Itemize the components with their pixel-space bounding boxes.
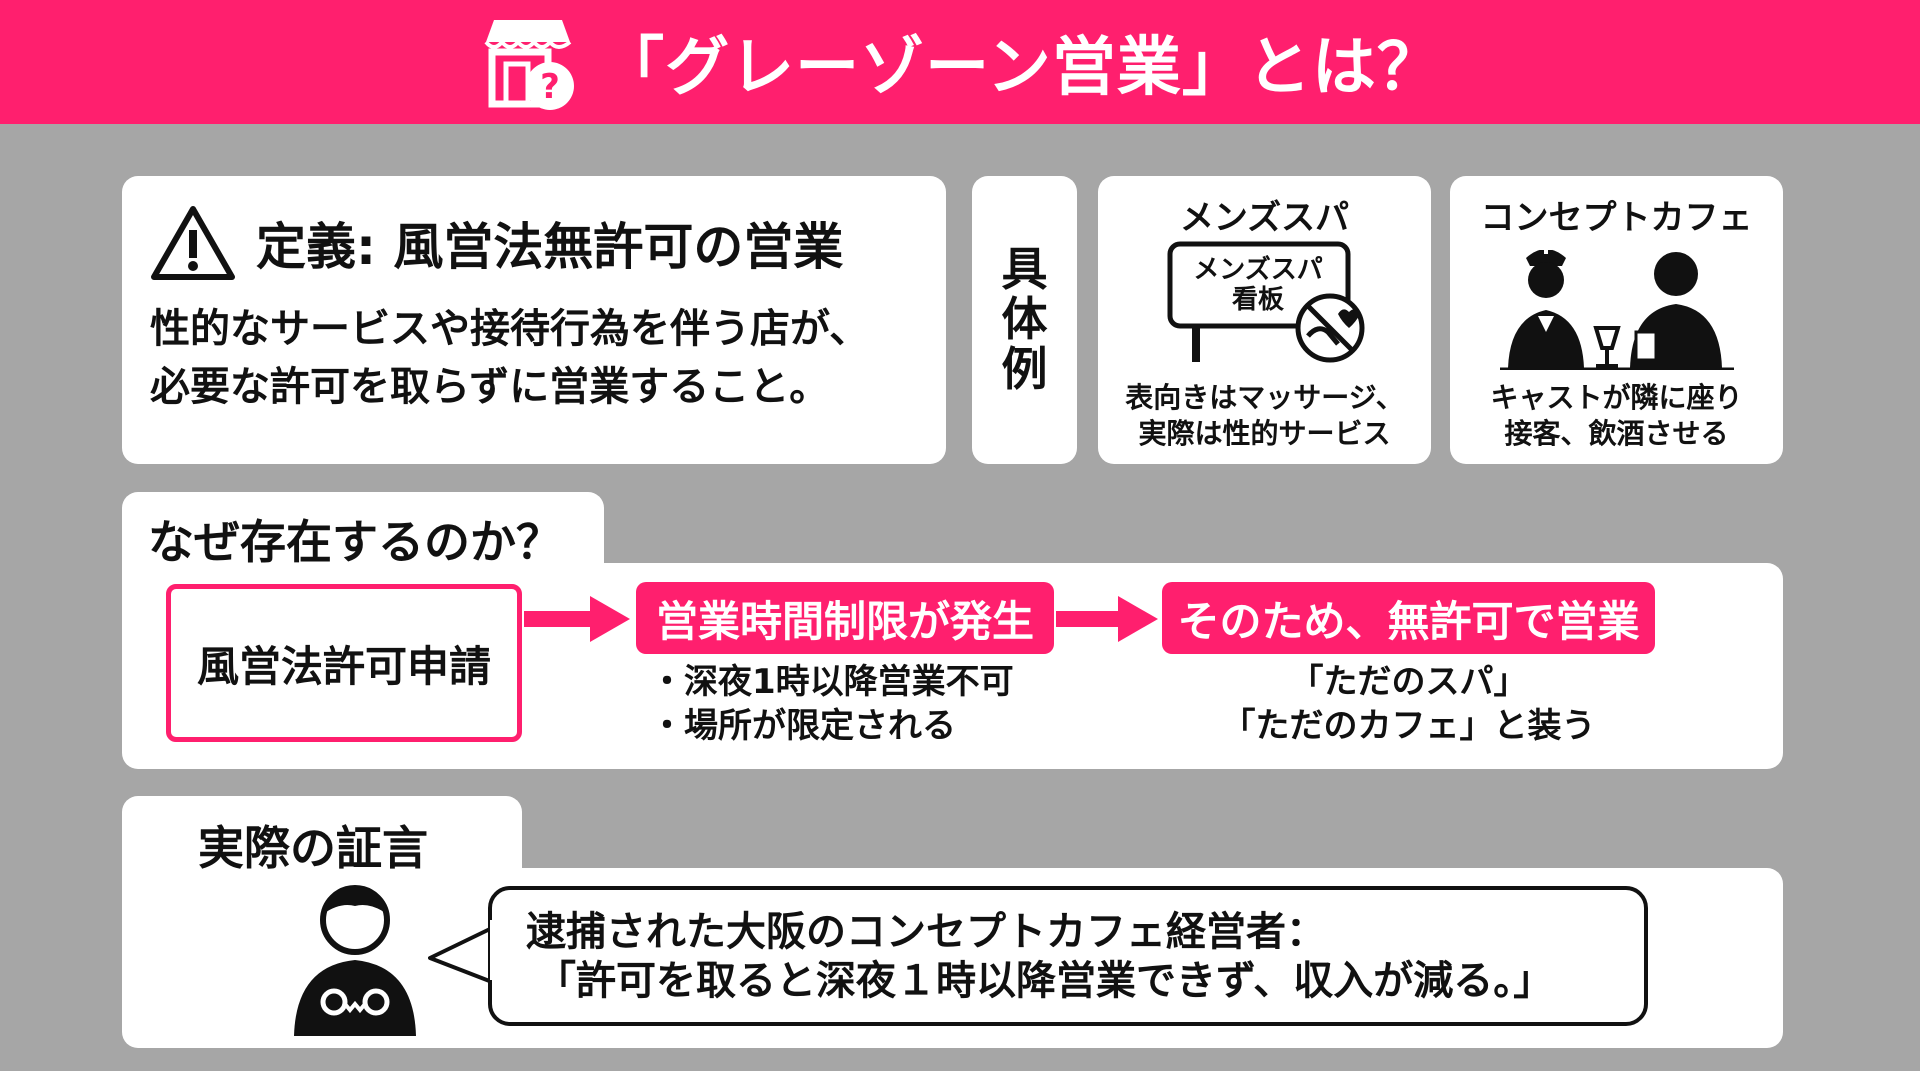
examples-label: 具 体 例 (1001, 242, 1048, 396)
speech-bubble-tail (428, 926, 493, 984)
sign-text-line2: 看板 (1232, 285, 1284, 315)
sign-text-line1: メンズスパ (1193, 254, 1322, 285)
flow-step-unlicensed: そのため、無許可で営業 (1162, 582, 1655, 654)
handcuffed-person-icon (294, 885, 416, 1036)
testimony-quote: 「許可を取ると深夜１時以降営業できず、収入が減る。」 (536, 958, 1554, 1004)
bullet-item: ・場所が限定される (650, 706, 956, 746)
disguise-note: 「ただのカフェ」と装う (1221, 706, 1596, 746)
arrow-right-icon (1056, 596, 1158, 642)
example-desc-mens-spa: 表向きはマッサージ、 実際は性的サービス (1125, 381, 1404, 450)
disguise-note: 「ただのスパ」 (1289, 662, 1528, 702)
flow-step-time-limit: 営業時間制限が発生 (636, 582, 1054, 654)
flow-start-box: 風営法許可申請 (166, 584, 522, 742)
definition-card (122, 176, 946, 464)
example-title-concept-cafe: コンセプトカフェ (1480, 198, 1753, 238)
definition-title: 定義: 風営法無許可の営業 (256, 218, 844, 276)
cafe-staff-customer-icon (1500, 242, 1734, 370)
example-card-concept-cafe (1450, 176, 1783, 464)
testimony-speaker: 逮捕された大阪のコンセプトカフェ経営者： (526, 909, 1326, 955)
header-banner: ? 「グレーゾーン営業」とは？ (0, 0, 1920, 124)
bullet-item: ・深夜1時以降営業不可 (650, 662, 1014, 702)
example-desc-concept-cafe: キャストが隣に座り 接客、飲酒させる (1490, 381, 1743, 450)
arrow-right-icon (524, 596, 630, 642)
example-title-mens-spa: メンズスパ (1179, 198, 1350, 238)
testimony-title: 実際の証言 (198, 821, 428, 875)
why-title: なぜ存在するのか？ (148, 515, 562, 569)
massage-sign-icon: メンズスパ 看板 (1167, 241, 1365, 363)
time-limit-bullets: ・深夜1時以降営業不可 ・場所が限定される (650, 660, 1014, 748)
definition-heading: 定義: 風営法無許可の営業 (150, 204, 843, 282)
bubble-tail-joint (490, 920, 500, 980)
testimony-speech-bubble: 逮捕された大阪のコンセプトカフェ経営者： 「許可を取ると深夜１時以降営業できず、… (488, 886, 1648, 1026)
definition-body: 性的なサービスや接待行為を伴う店が、 必要な許可を取らずに営業すること。 (150, 306, 870, 410)
warning-icon (151, 206, 235, 280)
svg-text:?: ? (540, 67, 560, 107)
page-title: 「グレーゾーン営業」とは？ (600, 31, 1442, 105)
store-question-icon: ? (484, 20, 575, 110)
examples-label-card (972, 176, 1077, 464)
disguise-notes: 「ただのスパ」 「ただのカフェ」と装う (1162, 660, 1655, 748)
